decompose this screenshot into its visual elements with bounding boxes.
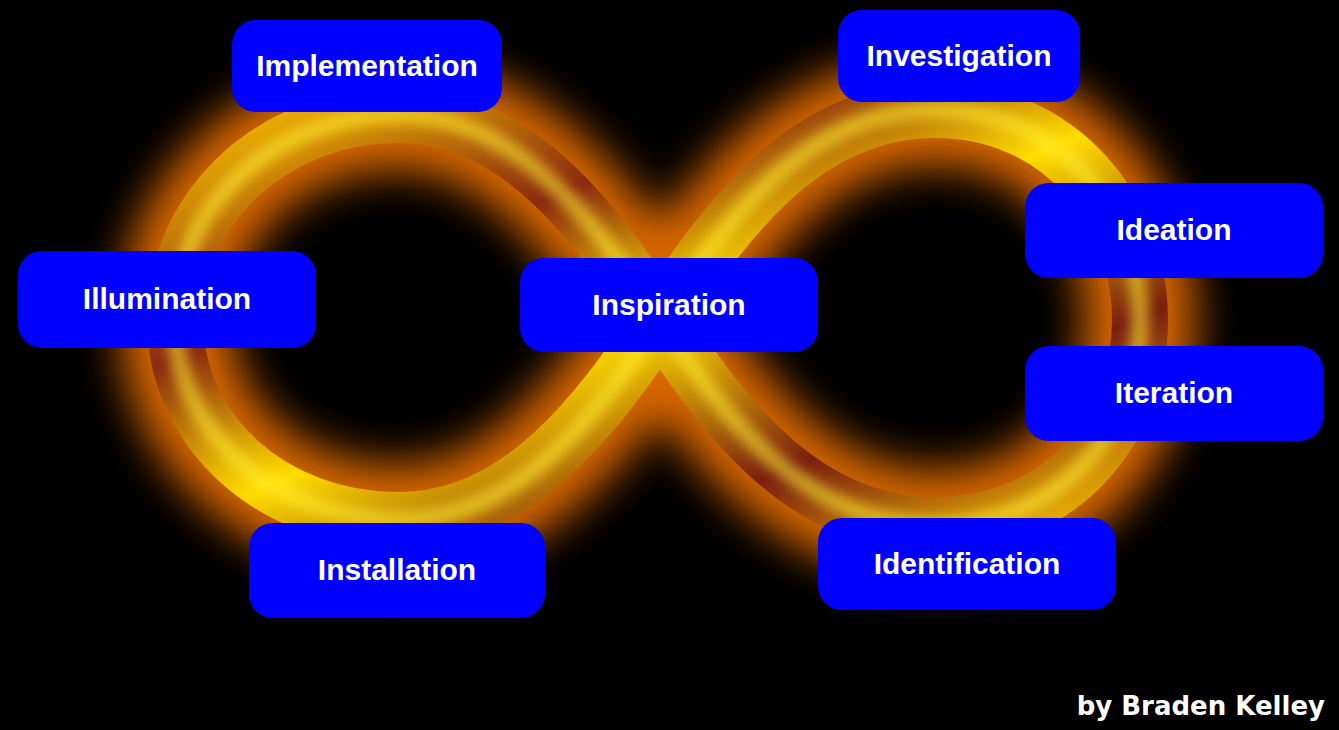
author-watermark: by Braden Kelley bbox=[1077, 691, 1325, 721]
loop-tube bbox=[175, 110, 1140, 525]
process-box: Illumination bbox=[18, 251, 316, 348]
loop-glow bbox=[175, 110, 1140, 525]
stage-label: Installation bbox=[318, 553, 476, 588]
process-box: Implementation bbox=[232, 20, 502, 112]
process-box: Iteration bbox=[1025, 346, 1323, 441]
process-box: Ideation bbox=[1025, 183, 1323, 278]
process-box: Identification bbox=[818, 518, 1116, 610]
stage-label: Ideation bbox=[1116, 213, 1231, 248]
stage-label: Inspiration bbox=[592, 288, 745, 323]
stage-label: Illumination bbox=[83, 282, 251, 317]
stage-label: Implementation bbox=[256, 49, 478, 84]
stage-label: Iteration bbox=[1115, 376, 1233, 411]
stage-label: Identification bbox=[874, 547, 1061, 582]
process-box: Installation bbox=[249, 523, 545, 618]
stage-label: Investigation bbox=[866, 39, 1051, 74]
process-box: Investigation bbox=[838, 10, 1080, 102]
loop-highlight bbox=[175, 110, 1140, 525]
process-box: Inspiration bbox=[520, 258, 818, 352]
